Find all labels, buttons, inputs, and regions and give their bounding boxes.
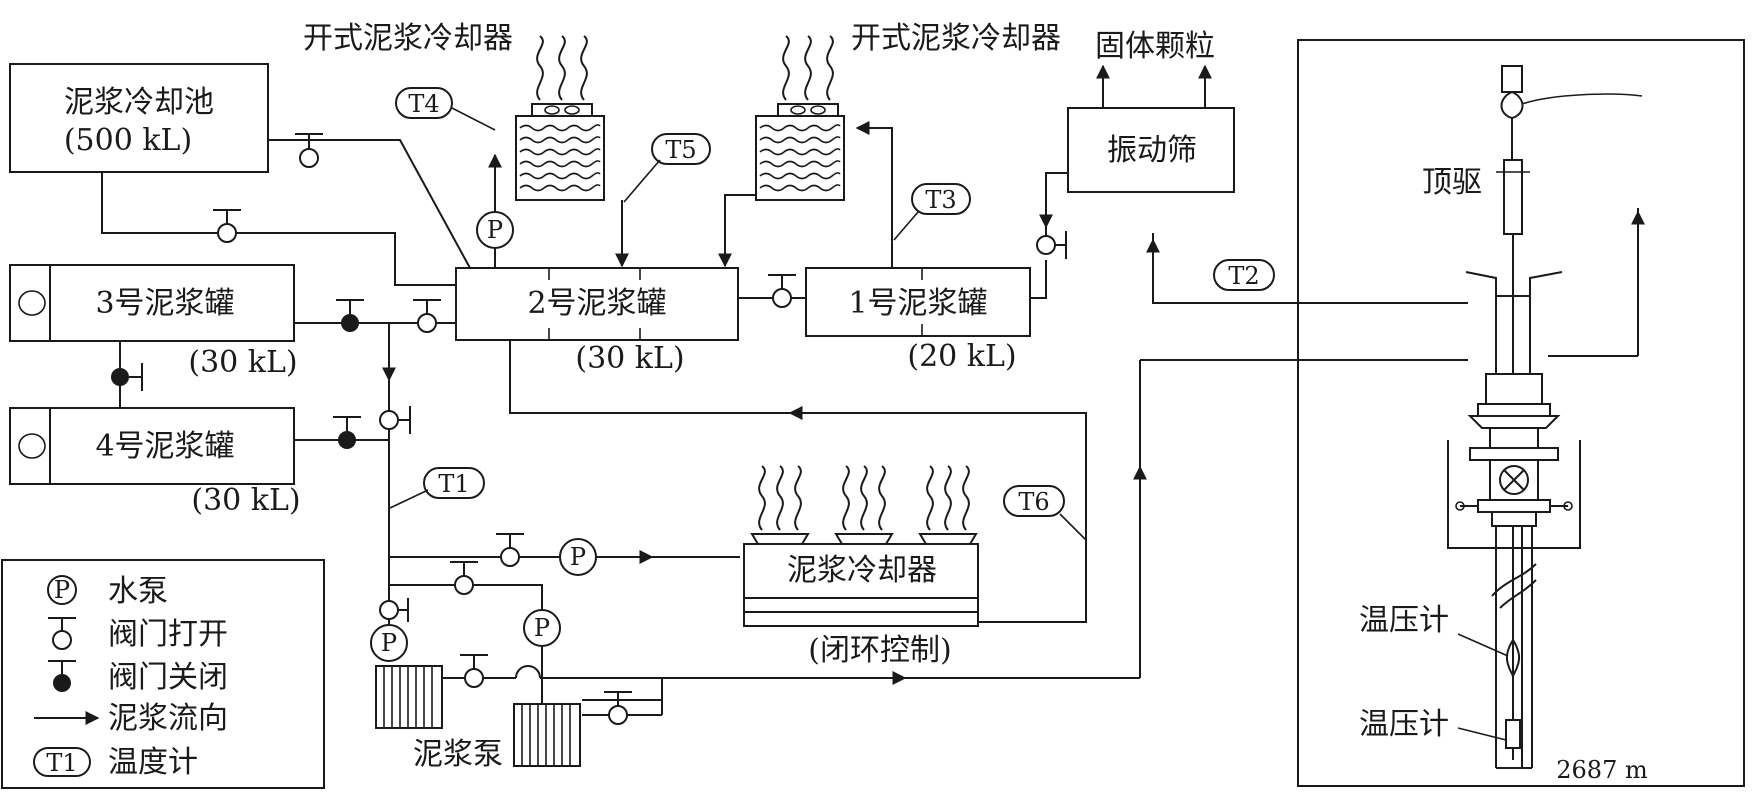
- shaker: 振动筛: [1067, 107, 1235, 193]
- legend-valve-open-label: 阀门打开: [108, 617, 228, 652]
- closed-cooler-label: 泥浆冷却器: [787, 553, 937, 588]
- open-cooler-left: 开式泥浆冷却器: [303, 21, 605, 201]
- valve-closed-icon: [111, 363, 143, 391]
- mud-tank-3: 3号泥浆罐 (30 kL): [9, 264, 298, 380]
- mud-tank-2: 2号泥浆罐 (30 kL): [455, 267, 739, 376]
- svg-text:T2: T2: [1228, 262, 1259, 290]
- pump-symbol: P: [487, 216, 503, 244]
- thermometer-t1: T1: [389, 467, 485, 509]
- tank3-capacity: (30 kL): [188, 345, 297, 380]
- thermometer-t2: T2: [1213, 259, 1275, 291]
- tank-hatch-icon: [18, 433, 46, 459]
- top-drive-motor: [1501, 65, 1523, 93]
- mud-pump-label: 泥浆泵: [413, 737, 503, 772]
- valve-open-icon: [1036, 231, 1067, 259]
- gauge-lower-label: 温压计: [1359, 707, 1449, 742]
- svg-text:T1: T1: [46, 749, 77, 777]
- well-depth-label: 2687 m: [1556, 756, 1648, 784]
- water-pump: P: [476, 211, 514, 249]
- water-pump: P: [370, 624, 408, 662]
- piping: [101, 64, 1468, 701]
- thermometer-t4: T4: [395, 87, 496, 131]
- legend-flow-label: 泥浆流向: [108, 701, 228, 736]
- valve-closed-icon: [333, 416, 361, 449]
- legend: P 水泵 阀门打开 阀门关闭 泥浆流向 T1 温度计: [1, 559, 325, 789]
- valve-open-icon: [460, 654, 488, 688]
- tank4-capacity: (30 kL): [191, 483, 300, 518]
- thermometer-t3: T3: [893, 183, 971, 241]
- solids-label: 固体颗粒: [1095, 29, 1215, 64]
- valve-open-icon: [379, 598, 409, 622]
- tank2-label: 2号泥浆罐: [527, 286, 666, 321]
- open-cooler-right-label: 开式泥浆冷却器: [851, 21, 1061, 56]
- valve-open-icon: [604, 691, 632, 725]
- legend-thermometer-icon: T1: [33, 747, 91, 777]
- pump-symbol: P: [570, 543, 586, 571]
- pump-symbol: P: [534, 614, 550, 642]
- svg-text:T5: T5: [665, 136, 696, 164]
- tank4-label: 4号泥浆罐: [95, 429, 234, 464]
- legend-pump-label: 水泵: [108, 574, 168, 609]
- legend-valve-closed-label: 阀门关闭: [108, 660, 228, 695]
- gauge-upper-label: 温压计: [1359, 603, 1449, 638]
- valve-closed-icon: [336, 299, 364, 332]
- cooling-pond-label: 泥浆冷却池: [64, 85, 214, 120]
- valve-open-icon: [413, 299, 441, 333]
- thermometer-t6: T6: [1003, 485, 1087, 541]
- open-cooler-right: 开式泥浆冷却器: [755, 21, 1061, 201]
- svg-text:P: P: [54, 576, 70, 604]
- thermometer-t5: T5: [623, 133, 711, 203]
- water-pump: P: [523, 609, 561, 647]
- mud-tank-1: 1号泥浆罐 (20 kL): [805, 267, 1031, 374]
- closed-loop-cooler: 泥浆冷却器 (闭环控制): [743, 465, 979, 668]
- valve-open-icon: [213, 209, 241, 243]
- svg-text:T6: T6: [1018, 488, 1049, 516]
- svg-text:T4: T4: [408, 90, 439, 118]
- mud-pumps: 泥浆泵: [375, 644, 581, 772]
- legend-thermometer-label: 温度计: [108, 745, 198, 780]
- valve-open-icon: [295, 133, 323, 168]
- closed-cooler-note: (闭环控制): [808, 633, 951, 668]
- svg-text:T3: T3: [925, 186, 956, 214]
- tank-hatch-icon: [18, 290, 46, 316]
- legend-valve-closed-icon: [48, 660, 76, 692]
- tank2-capacity: (30 kL): [575, 341, 684, 376]
- svg-text:T1: T1: [438, 470, 469, 498]
- legend-pump-icon: P: [47, 575, 77, 605]
- well-panel: 顶驱: [1297, 39, 1745, 787]
- valve-open-icon: [450, 561, 478, 595]
- open-cooler-left-label: 开式泥浆冷却器: [303, 21, 513, 56]
- top-drive-label: 顶驱: [1422, 165, 1482, 200]
- legend-valve-open-icon: [48, 617, 76, 650]
- cooling-pond-capacity: (500 kL): [64, 123, 192, 158]
- tank3-label: 3号泥浆罐: [95, 286, 234, 321]
- tank1-label: 1号泥浆罐: [848, 286, 987, 321]
- shaker-label: 振动筛: [1107, 133, 1197, 168]
- water-pump: P: [559, 538, 597, 576]
- valve-open-icon: [379, 406, 411, 434]
- tank1-capacity: (20 kL): [907, 339, 1016, 374]
- valve-open-icon: [496, 533, 524, 567]
- valve-open-icon: [768, 274, 796, 308]
- mud-tank-4: 4号泥浆罐 (30 kL): [9, 407, 301, 518]
- mud-cooling-pond: 泥浆冷却池 (500 kL): [9, 63, 269, 173]
- pump-symbol: P: [381, 629, 397, 657]
